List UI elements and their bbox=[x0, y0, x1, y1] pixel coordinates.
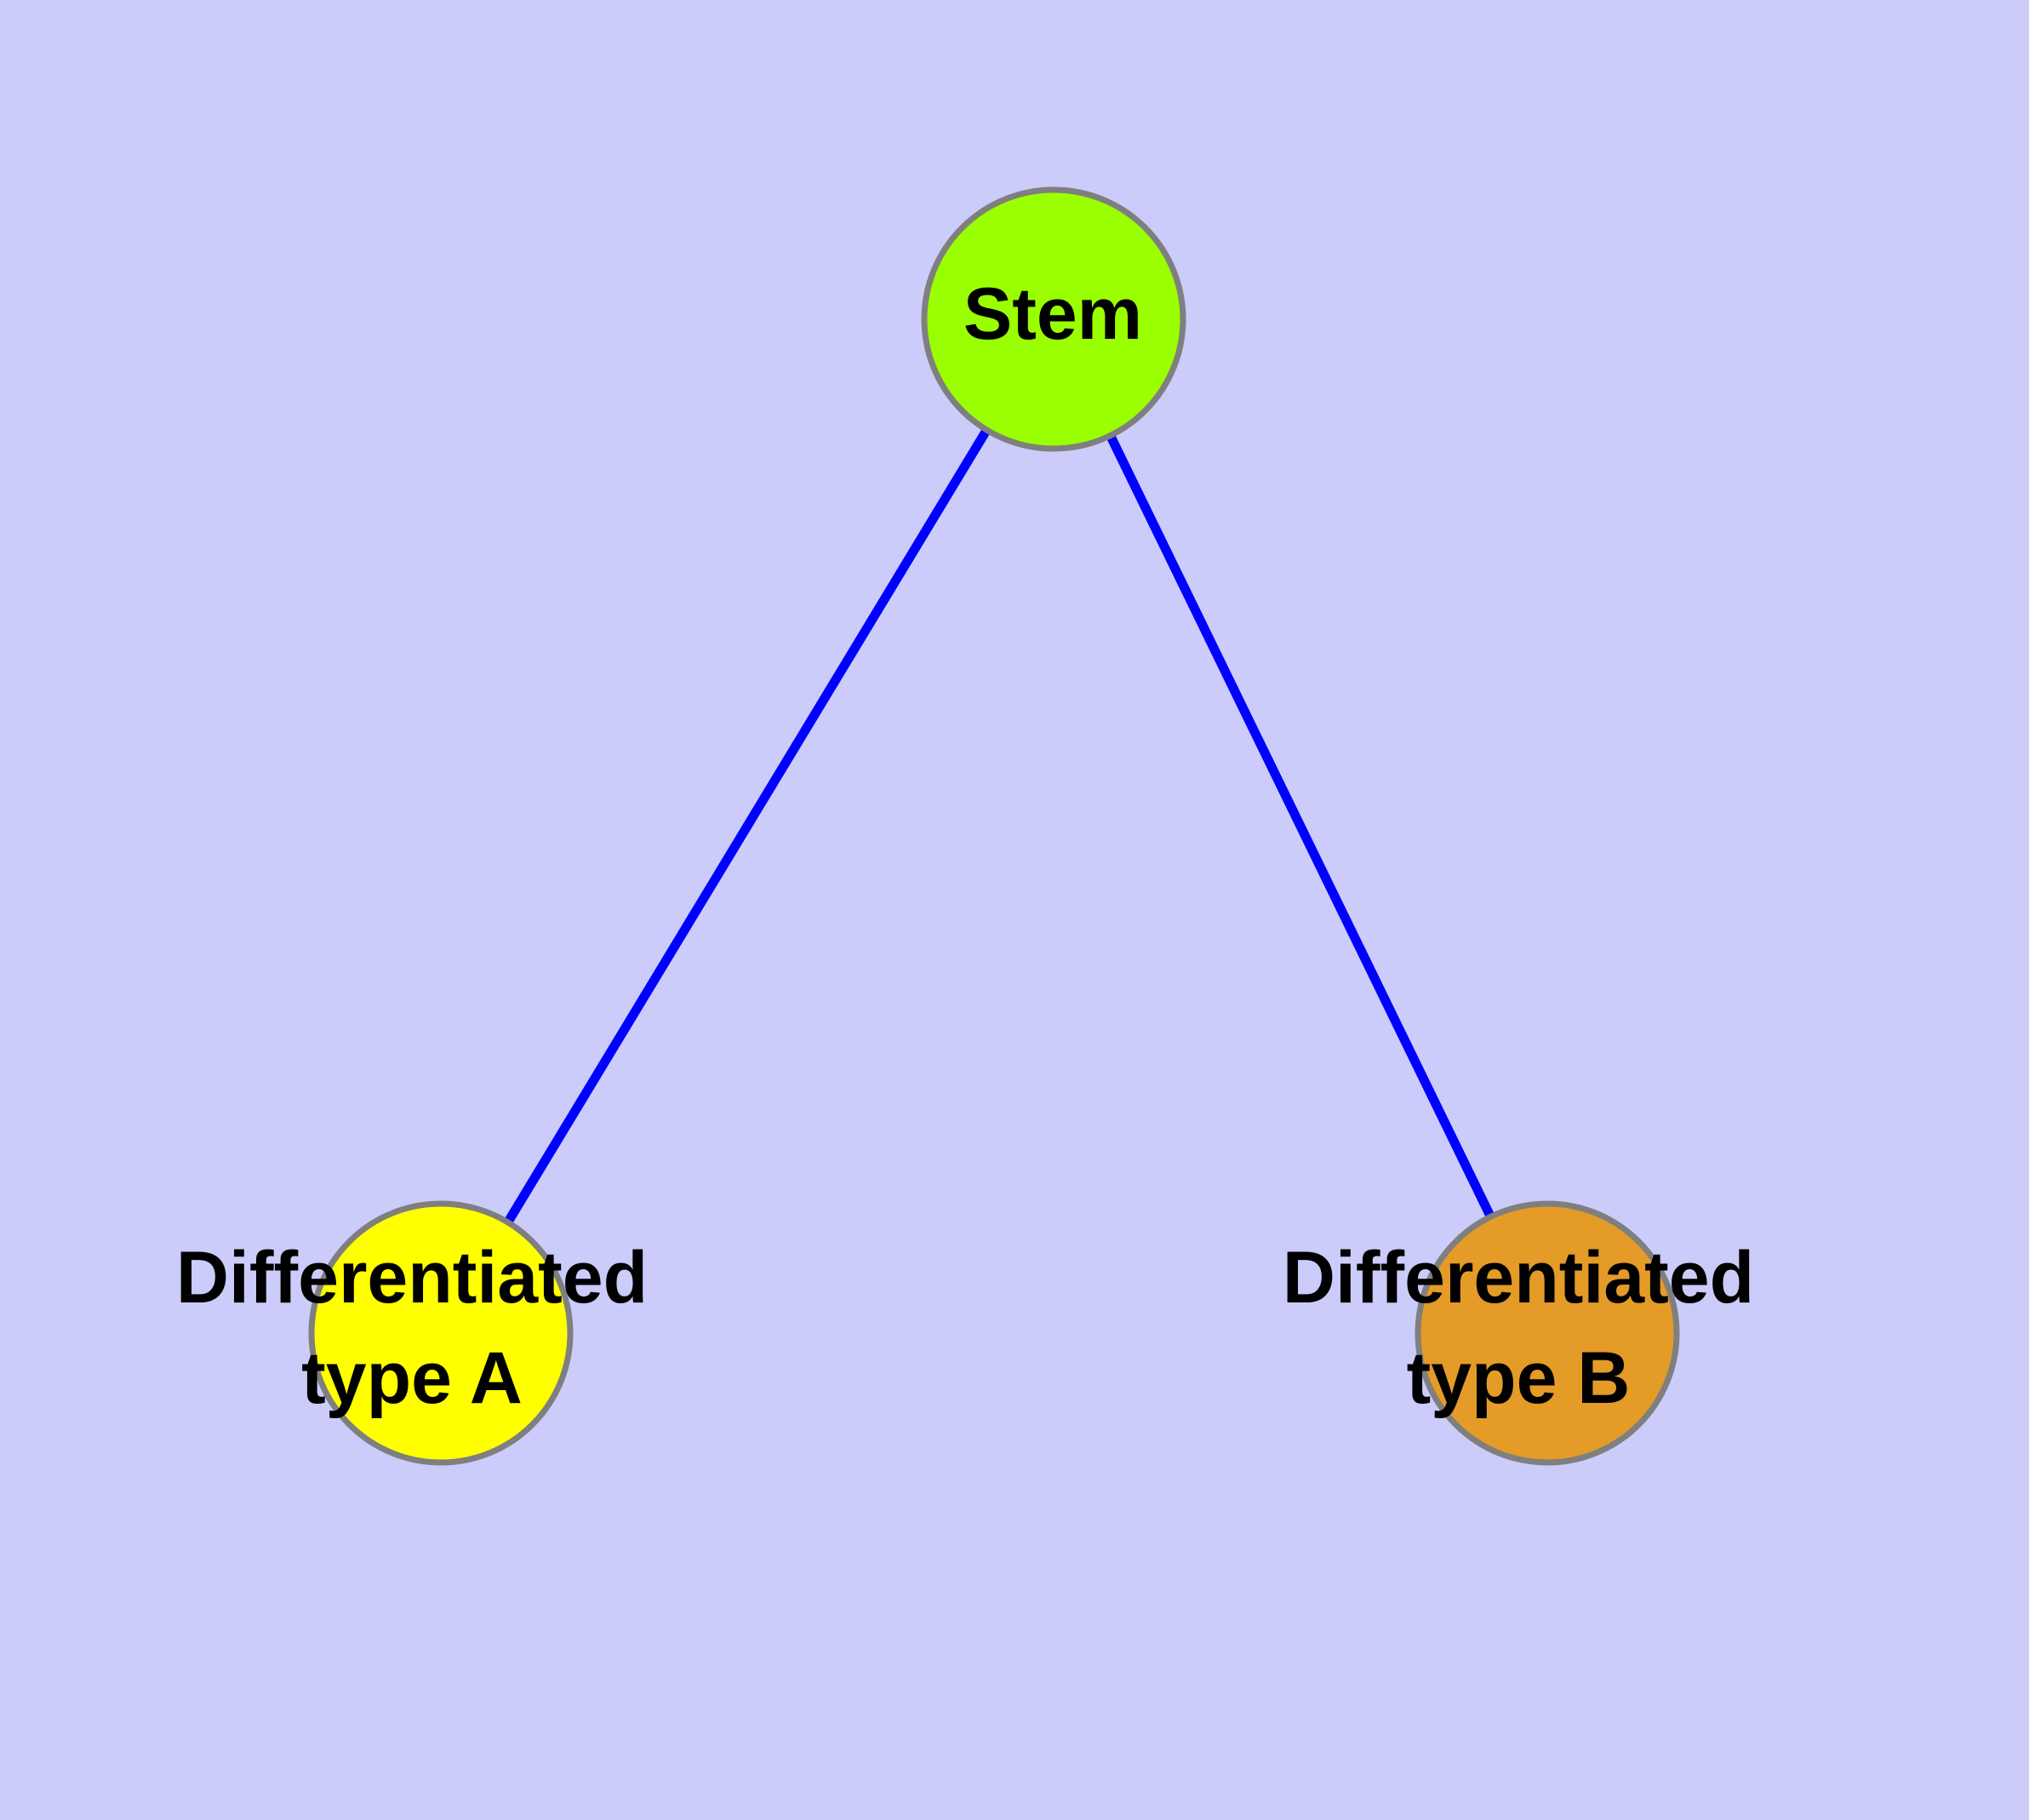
node-label-diff_b: Differentiated type B bbox=[1283, 1237, 1754, 1419]
node-label-diff_a: Differentiated type A bbox=[176, 1237, 648, 1419]
node-label-stem: Stem bbox=[963, 273, 1142, 355]
node-circle-diff_b[interactable] bbox=[1415, 1200, 1680, 1466]
edge-stem-to-diff-b[interactable] bbox=[1049, 317, 1552, 1336]
node-circle-stem[interactable] bbox=[921, 186, 1186, 452]
node-label-line: type B bbox=[1407, 1337, 1631, 1419]
node-label-line: Stem bbox=[963, 273, 1142, 355]
node-circle-diff_a[interactable] bbox=[308, 1200, 574, 1466]
edges-group bbox=[437, 317, 1552, 1336]
node-stem[interactable]: Stem bbox=[921, 186, 1186, 452]
node-diff_b[interactable]: Differentiated type B bbox=[1283, 1200, 1754, 1466]
edge-stem-to-diff-a[interactable] bbox=[437, 317, 1058, 1336]
node-diff_a[interactable]: Differentiated type A bbox=[176, 1200, 648, 1466]
node-label-line: type A bbox=[301, 1337, 523, 1419]
node-label-line: Differentiated bbox=[1283, 1237, 1754, 1319]
node-label-line: Differentiated bbox=[176, 1237, 648, 1319]
